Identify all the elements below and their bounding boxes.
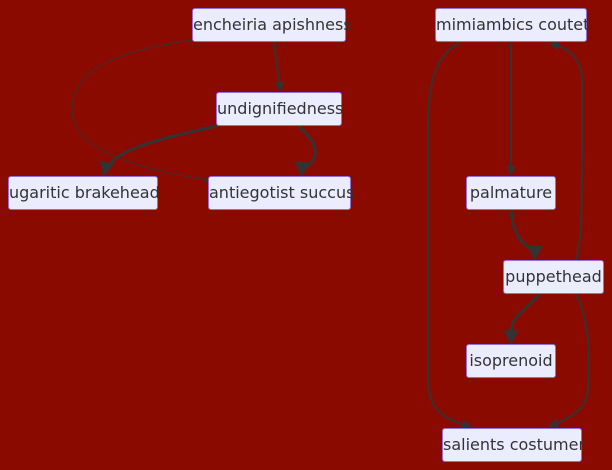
edge-puppethead-to-mimiambics [549,40,583,261]
edge-undignifiedness-to-ugaritic [99,124,219,177]
node-salients-costumer[interactable]: salients costumer [442,428,585,462]
edge-mimiambics-to-salients [427,41,472,430]
node-puppethead[interactable]: puppethead [503,260,604,294]
edge-encheiria-to-antiegotist [71,39,209,182]
node-encheiria-apishness[interactable]: encheiria apishness [192,8,352,42]
edge-puppethead-to-salients [548,293,590,428]
node-isoprenoid[interactable]: isoprenoid [466,344,556,378]
edge-undignifiedness-to-antiegotist [294,124,317,177]
edge-puppethead-to-isoprenoid [503,292,542,345]
node-ugaritic-brakehead[interactable]: ugaritic brakehead [8,176,160,210]
edge-encheiria-to-undignifiedness [273,41,285,92]
edge-palmature-to-puppethead [509,209,543,261]
node-antiegotist-succus[interactable]: antiegotist succus [208,176,354,210]
node-palmature[interactable]: palmature [466,176,556,210]
node-undignifiedness[interactable]: undignifiedness [216,92,343,126]
node-mimiambics-coutet[interactable]: mimiambics coutet [435,8,589,42]
